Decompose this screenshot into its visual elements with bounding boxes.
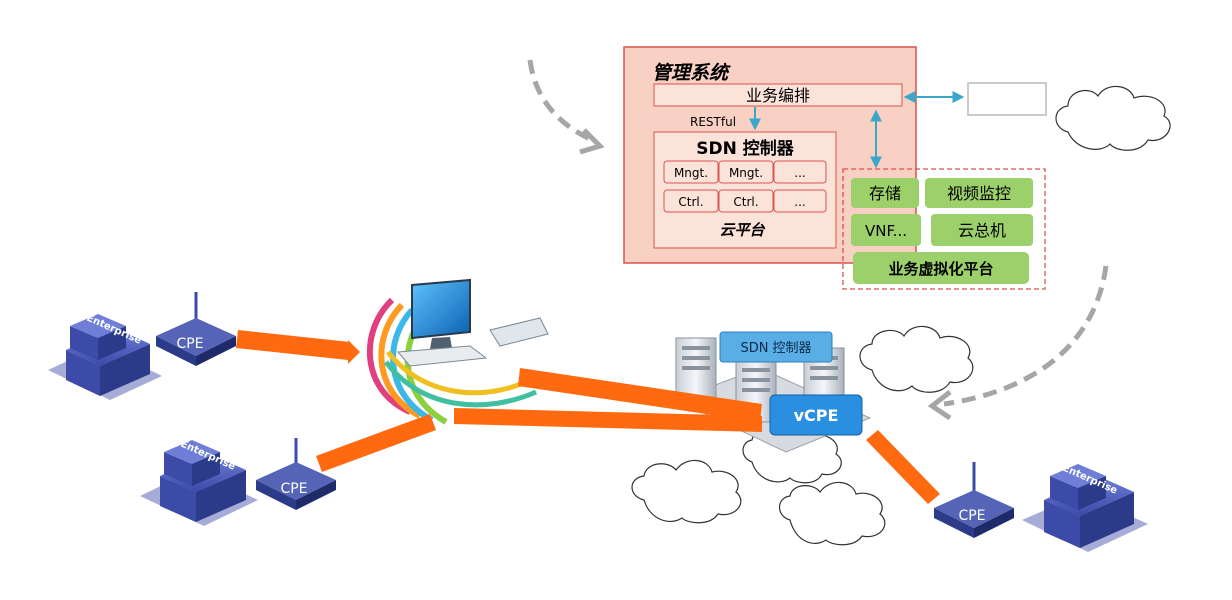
- dc-sdn-controller-label: SDN 控制器: [740, 341, 811, 356]
- storage-label: 存储: [869, 184, 901, 203]
- orchestration-box: [653, 83, 903, 107]
- cloud-bottom-left: [631, 459, 742, 524]
- video-monitor-label: 视频监控: [947, 184, 1011, 203]
- mngt-cell-3: [773, 160, 827, 184]
- cpe-router-3: CPE: [934, 462, 1014, 538]
- link-vcpe-cpe3: [866, 430, 940, 504]
- cpe-router-2: CPE: [256, 438, 336, 510]
- sdn-controller-title: SDN 控制器: [696, 138, 795, 159]
- grey-arrow-top-head: [579, 128, 605, 155]
- grey-arrow-right-head: [927, 390, 952, 421]
- link-pc-vcpe-1: [518, 368, 762, 422]
- restful-label: RESTful: [690, 115, 736, 129]
- enterprise-building-1: Enterprise: [48, 313, 162, 400]
- ctrl-label-2: Ctrl.: [733, 195, 758, 209]
- cloud-switch-label: 云总机: [958, 221, 1006, 240]
- ctrl-cell-3: [773, 189, 827, 213]
- link-cpe2-pc: [316, 414, 436, 472]
- orchestration-label: 业务编排: [746, 86, 810, 105]
- cpe-router-1: CPE: [156, 292, 236, 366]
- cloud-platform-label: 云平台: [719, 221, 765, 239]
- storage-box: [851, 178, 919, 208]
- cloud-switch-box: [931, 214, 1033, 246]
- central-computer-icon: [366, 278, 549, 425]
- external-blank-box: [967, 82, 1047, 116]
- mngt-cell-2: [718, 160, 774, 184]
- link-pc-cpe1-arrowhead: [348, 340, 360, 364]
- platform-label: 业务虚拟化平台: [888, 260, 993, 278]
- link-cpe1-pc: [236, 330, 350, 360]
- platform-bar: [853, 252, 1029, 284]
- mngt-cell-1: [663, 160, 719, 184]
- cpe-label-3: CPE: [958, 508, 985, 524]
- ctrl-cell-1: [663, 189, 719, 213]
- service-platform-box: [842, 168, 1046, 290]
- vcpe-box: [769, 394, 863, 436]
- ctrl-cell-2: [718, 189, 774, 213]
- cloud-dc-right: [859, 325, 974, 393]
- enterprise-building-2: Enterprise: [140, 439, 258, 526]
- dc-sdn-controller-box: [719, 331, 833, 363]
- vcpe-label: vCPE: [794, 406, 839, 425]
- cloud-bottom-mid: [778, 481, 886, 546]
- vnf-label: VNF...: [865, 222, 907, 240]
- cpe-label-1: CPE: [176, 336, 203, 352]
- cpe-label-2: CPE: [280, 481, 307, 497]
- vnf-box: [851, 214, 921, 246]
- enterprise-building-3: Enterprise: [1022, 463, 1148, 552]
- grey-arrow-right: [943, 265, 1109, 407]
- ctrl-label-more: ...: [794, 195, 805, 209]
- ctrl-label-1: Ctrl.: [678, 195, 703, 209]
- mngt-label-more: ...: [794, 166, 805, 180]
- mgmt-title: 管理系统: [652, 62, 731, 84]
- wan-links: [236, 330, 940, 504]
- mngt-label-2: Mngt.: [729, 166, 763, 180]
- mngt-label-1: Mngt.: [674, 166, 708, 180]
- link-pc-vcpe-2: [454, 408, 762, 432]
- grey-arrow-top: [527, 59, 594, 143]
- cloud-top-right: [1055, 85, 1171, 151]
- video-monitor-box: [925, 178, 1033, 208]
